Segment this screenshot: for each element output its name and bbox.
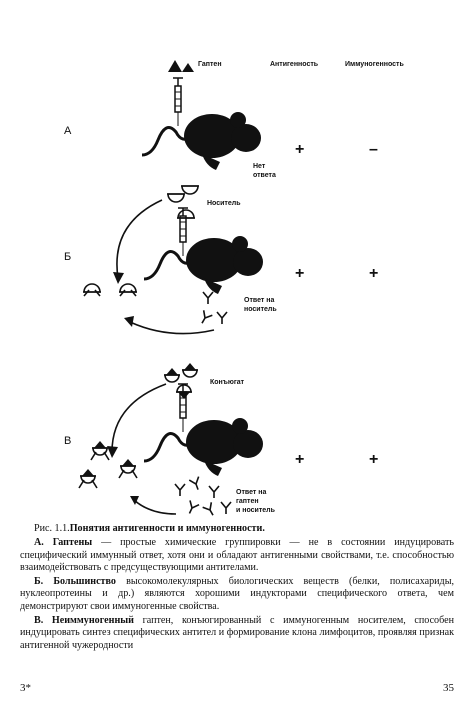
hapten-triangle-icon xyxy=(182,63,194,72)
conjugate-icon xyxy=(181,362,199,378)
panel-a-letter: А xyxy=(64,125,72,137)
hapten-triangle-icon xyxy=(168,60,182,72)
paragraph-a-head: А. Гаптены xyxy=(34,537,93,549)
panel-c-note-1: Ответ на xyxy=(236,489,266,496)
complex-icon xyxy=(82,283,102,297)
antibody-icon xyxy=(184,499,200,517)
panel-b-antigenicity: + xyxy=(295,265,304,282)
antibody-icon xyxy=(216,311,228,325)
antibody-icon xyxy=(188,475,204,493)
page-footer: 3* 35 xyxy=(20,682,454,696)
header-antigenicity: Антигенность xyxy=(270,61,319,68)
figure-caption: Рис. 1.1.Понятия антигенности и иммуноге… xyxy=(20,523,454,654)
caption-paragraph-b: Б. Большинство высокомолекулярных биолог… xyxy=(20,576,454,613)
mouse-icon xyxy=(142,234,265,296)
carrier-icon xyxy=(180,185,200,195)
caption-paragraph-c: В. Неиммуногенный гаптен, конъюгированны… xyxy=(20,615,454,652)
paragraph-a-text: — простые химические группировки — не в … xyxy=(20,537,454,573)
mouse-icon xyxy=(142,416,265,478)
antibody-icon xyxy=(196,309,214,327)
conjugate-label: Конъюгат xyxy=(210,379,245,386)
panel-a-note-1: Нет xyxy=(253,163,266,170)
immunogenicity-figure: Гаптен Антигенность Иммуногенность А Нет… xyxy=(64,60,404,519)
header-hapten: Гаптен xyxy=(198,61,222,68)
antibody-icon xyxy=(201,501,219,519)
antibody-icon xyxy=(208,485,220,499)
syringe-icon xyxy=(172,77,184,127)
complex-icon xyxy=(78,468,98,489)
antibody-icon xyxy=(220,501,232,515)
panel-c-letter: В xyxy=(64,435,71,447)
panel-a-antigenicity: + xyxy=(295,141,304,158)
panel-c-immunogenicity: + xyxy=(369,451,378,468)
header-immunogenicity: Иммуногенность xyxy=(345,61,404,68)
complex-icon xyxy=(118,283,138,297)
page-number: 35 xyxy=(443,682,454,694)
panel-a: А Нет ответа + – xyxy=(64,60,378,179)
conjugate-icon xyxy=(163,367,181,383)
panel-b-note-2: носитель xyxy=(244,306,277,313)
panel-b-immunogenicity: + xyxy=(369,265,378,282)
column-headers: Гаптен Антигенность Иммуногенность xyxy=(198,61,404,68)
figure-title: Понятия антигенности и иммуногенности. xyxy=(69,523,265,534)
antibody-icon xyxy=(202,291,214,305)
panel-b: Носитель Б Ответ на носитель + + xyxy=(64,185,378,335)
panel-a-immunogenicity: – xyxy=(369,141,378,158)
panel-b-note-1: Ответ на xyxy=(244,297,274,304)
paragraph-c-head: В. Неиммуногенный xyxy=(34,615,134,627)
mouse-icon xyxy=(140,110,263,172)
paragraph-b-head: Б. Большинство xyxy=(34,576,116,588)
figure-number: Рис. 1.1. xyxy=(34,523,70,534)
panel-a-note-2: ответа xyxy=(253,172,276,179)
carrier-label: Носитель xyxy=(207,200,241,207)
panel-b-letter: Б xyxy=(64,251,71,263)
paragraph-c-text: гаптен, конъюгированный с иммуногенным н… xyxy=(20,615,454,651)
complex-icon xyxy=(90,440,110,461)
caption-paragraph-a: А. Гаптены — простые химические группиро… xyxy=(20,537,454,574)
caption-title: Рис. 1.1.Понятия антигенности и иммуноге… xyxy=(20,523,454,535)
antibody-icon xyxy=(174,483,186,497)
paragraph-b-text: высокомолекулярных биологических веществ… xyxy=(20,576,454,612)
syringe-icon xyxy=(177,207,189,257)
signature-mark: 3* xyxy=(20,682,31,694)
panel-c: Конъюгат В Ответ на гаптен и нос xyxy=(64,362,378,519)
panel-c-antigenicity: + xyxy=(295,451,304,468)
panel-c-note-3: и носитель xyxy=(236,507,276,514)
panel-c-note-2: гаптен xyxy=(236,498,259,505)
complex-icon xyxy=(118,458,138,479)
carrier-icon xyxy=(166,193,186,203)
